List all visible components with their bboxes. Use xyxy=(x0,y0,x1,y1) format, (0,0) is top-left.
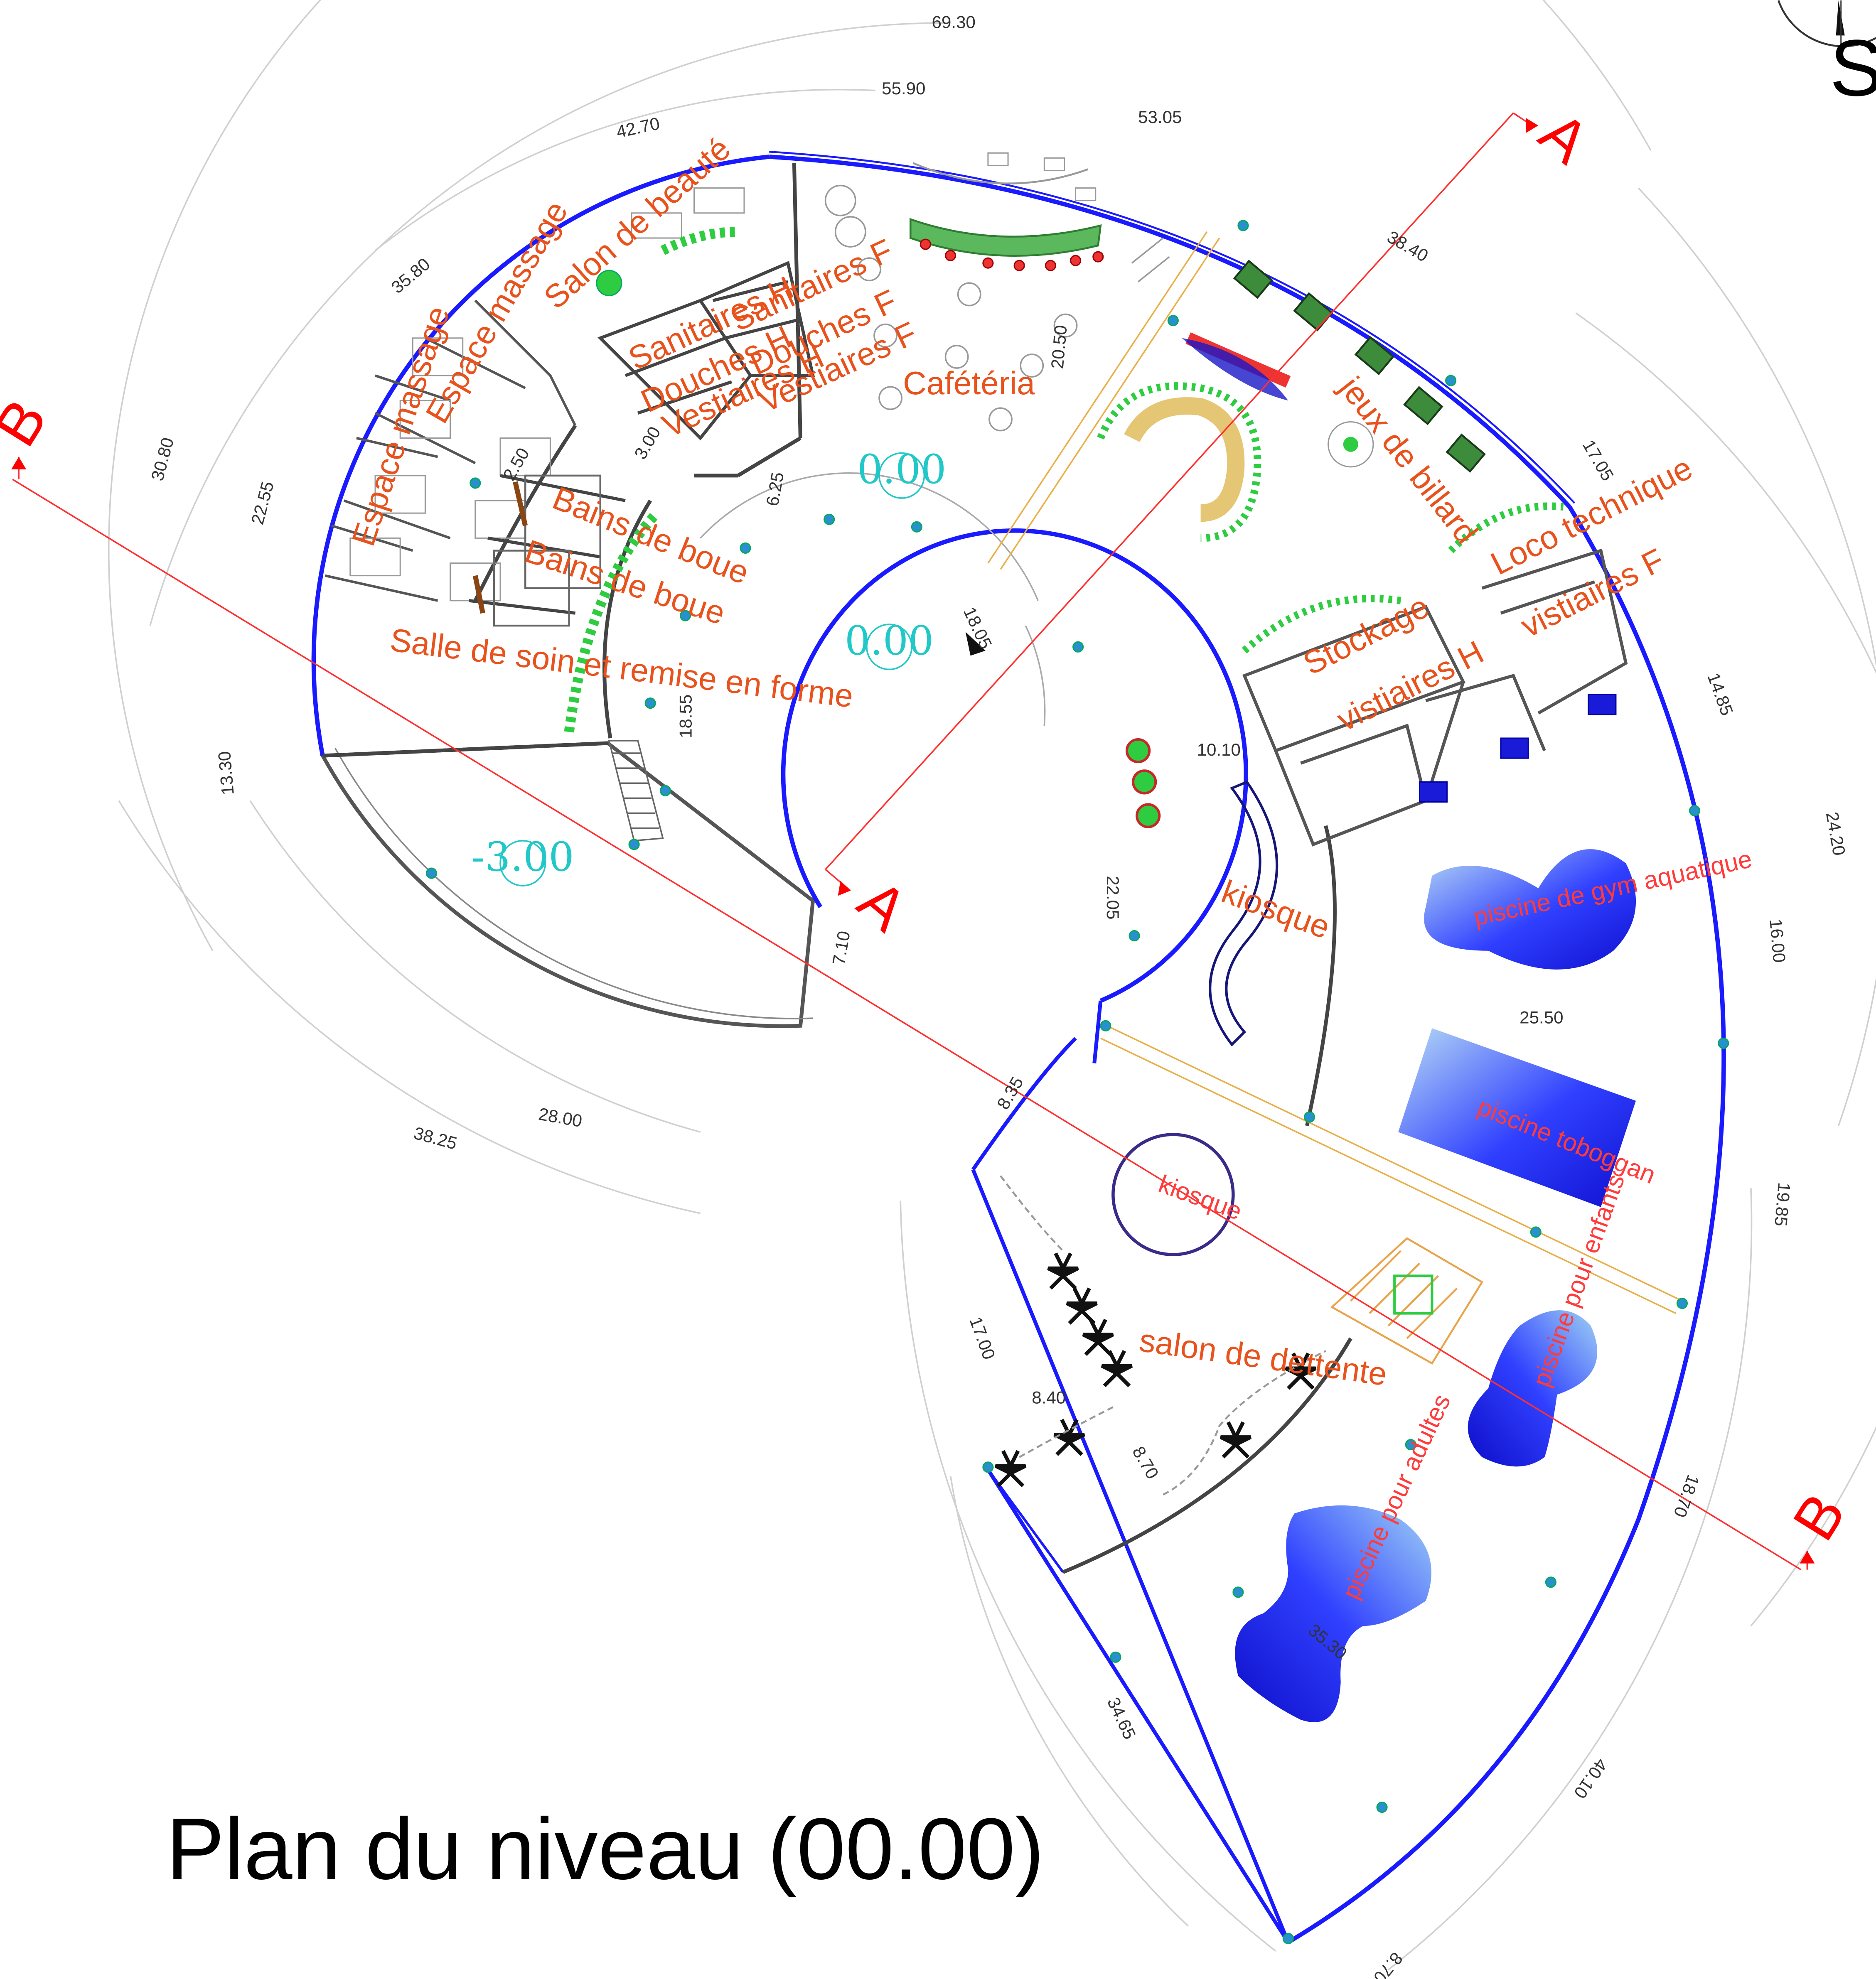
svg-text:14.85: 14.85 xyxy=(1704,670,1737,718)
svg-text:30.80: 30.80 xyxy=(148,435,178,483)
svg-text:19.85: 19.85 xyxy=(1771,1182,1794,1227)
svg-text:16.00: 16.00 xyxy=(1766,918,1789,963)
svg-text:18.05: 18.05 xyxy=(960,604,996,652)
building-outline xyxy=(311,151,1726,1945)
svg-text:28.00: 28.00 xyxy=(537,1104,584,1131)
svg-text:3.00: 3.00 xyxy=(630,423,664,463)
kiosk-circle xyxy=(1111,1133,1235,1256)
right-service-wing xyxy=(1242,502,1628,847)
shrubs xyxy=(1126,738,1161,828)
guides xyxy=(987,231,1683,1314)
level-label-sunken: -3.00 xyxy=(472,834,574,880)
section-b-right: B xyxy=(1780,1482,1858,1552)
svg-text:13.30: 13.30 xyxy=(214,751,238,796)
svg-text:18.55: 18.55 xyxy=(676,695,696,738)
svg-text:53.05: 53.05 xyxy=(1138,107,1182,127)
sunken-zone xyxy=(320,741,815,1028)
kiosk-serpentine xyxy=(1209,780,1279,1046)
label-salon-detente: salon de dettente xyxy=(1137,1322,1389,1393)
pool-gym xyxy=(1424,849,1636,970)
svg-text:18.70: 18.70 xyxy=(1670,1472,1703,1520)
interior-walls xyxy=(322,163,1352,1574)
svg-text:8.35: 8.35 xyxy=(993,1073,1027,1113)
lounge-seating xyxy=(1000,1175,1326,1496)
spa-wing xyxy=(325,300,626,627)
billiard-tables xyxy=(1233,260,1486,473)
pool-kids xyxy=(1468,1310,1598,1467)
svg-text:17.00: 17.00 xyxy=(966,1314,999,1362)
section-arrows xyxy=(11,118,1815,1564)
level-label-centre: 0.00 xyxy=(845,617,934,664)
level-label-terrace: 0.00 xyxy=(857,446,946,493)
level-badge-centre xyxy=(866,624,913,670)
label-cafeteria: Cafétéria xyxy=(903,365,1035,401)
svg-text:25.50: 25.50 xyxy=(1519,1007,1563,1027)
dimension-labels: 69.30 55.90 53.05 42.70 38.40 35.80 30.8… xyxy=(148,12,1849,1979)
plan-title: Plan du niveau (00.00) xyxy=(166,1800,1045,1898)
markers xyxy=(425,220,1729,1945)
compass-letter: S xyxy=(1830,23,1876,113)
svg-text:35.80: 35.80 xyxy=(388,254,434,297)
svg-text:10.10: 10.10 xyxy=(1197,740,1241,759)
label-salle-soin: Salle de soin et remise en forme xyxy=(388,621,856,715)
straight-stair xyxy=(608,740,664,842)
label-loco-technique: Loco technique xyxy=(1485,449,1698,582)
stair-block xyxy=(1330,1237,1483,1365)
svg-text:8.40: 8.40 xyxy=(1032,1387,1066,1407)
svg-text:8.70: 8.70 xyxy=(1370,1949,1407,1979)
svg-text:8.70: 8.70 xyxy=(1129,1443,1163,1483)
central-courtyard xyxy=(700,472,1248,1064)
direction-marker-icon xyxy=(965,632,986,656)
pool-toboggan xyxy=(1398,1028,1636,1207)
spiral-staircase xyxy=(1097,332,1291,542)
svg-text:42.70: 42.70 xyxy=(615,113,661,142)
level-badge-terrace xyxy=(878,452,925,499)
pool-adults xyxy=(1235,1505,1431,1722)
cafeteria-tables xyxy=(824,184,1170,432)
dimension-arcs xyxy=(108,0,1876,1971)
vegetation xyxy=(564,226,738,733)
svg-text:7.10: 7.10 xyxy=(829,929,854,966)
section-a-top: A xyxy=(1527,99,1601,176)
sanitary-block xyxy=(597,187,815,441)
svg-text:17.05: 17.05 xyxy=(1579,437,1618,484)
section-a-bottom: A xyxy=(846,867,920,944)
palm-trees xyxy=(994,1252,1317,1488)
svg-text:38.25: 38.25 xyxy=(412,1123,459,1153)
svg-text:55.90: 55.90 xyxy=(882,79,925,98)
svg-text:24.20: 24.20 xyxy=(1822,810,1849,857)
compass-icon xyxy=(1778,0,1876,51)
level-badge-sunken xyxy=(499,840,546,886)
svg-text:22.55: 22.55 xyxy=(247,479,278,527)
cafeteria-counter xyxy=(910,152,1104,271)
svg-text:20.50: 20.50 xyxy=(1047,324,1071,370)
svg-text:38.40: 38.40 xyxy=(1384,227,1432,265)
svg-text:22.05: 22.05 xyxy=(1103,876,1123,919)
svg-text:69.30: 69.30 xyxy=(932,12,975,32)
section-b-left: B xyxy=(0,388,60,458)
svg-text:40.10: 40.10 xyxy=(1570,1755,1611,1802)
svg-text:6.25: 6.25 xyxy=(762,471,788,508)
